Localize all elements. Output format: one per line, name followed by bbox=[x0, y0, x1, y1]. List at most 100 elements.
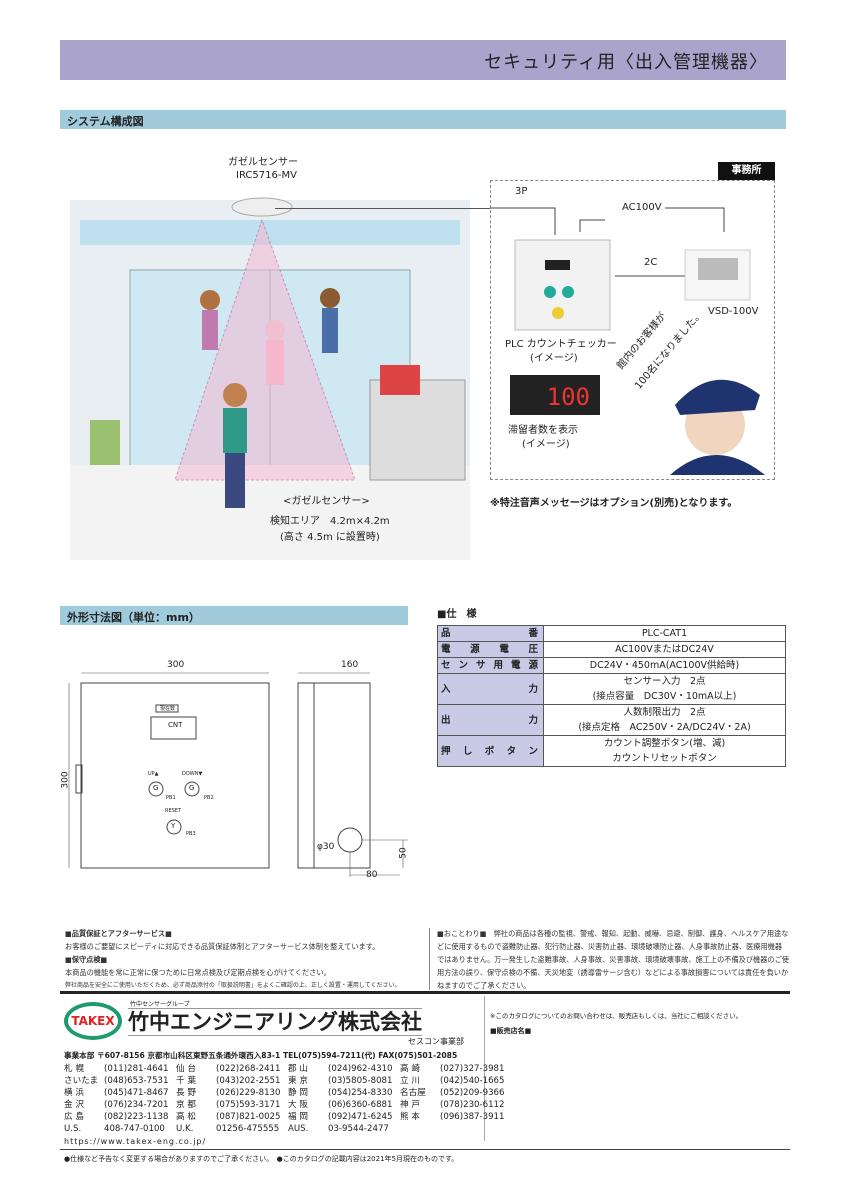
office-diagram: 100 bbox=[490, 207, 765, 475]
display-value: 100 bbox=[547, 383, 590, 411]
cable-3p: 3P bbox=[515, 186, 528, 197]
office-city: 福 岡 bbox=[288, 1112, 308, 1122]
display-cnt: CNT bbox=[168, 721, 183, 729]
footer-rule bbox=[60, 991, 790, 994]
display-tag: 現在数 bbox=[160, 706, 176, 712]
dealer-label: ■販売店名■ bbox=[490, 1027, 532, 1035]
dim-hole-x: 80 bbox=[366, 870, 378, 880]
dim-width: 300 bbox=[167, 660, 185, 670]
plc-image-note: (イメージ) bbox=[530, 353, 578, 364]
office-phone: (027)327-3981 bbox=[440, 1064, 505, 1074]
hq-address: 事業本部 〒607-8156 京都市山科区東野五条通外環西入83-1 TEL(0… bbox=[64, 1051, 458, 1060]
office-city: さいたま bbox=[64, 1076, 99, 1086]
office-phone: 03-9544-2477 bbox=[328, 1124, 389, 1134]
office-phone: (082)223-1138 bbox=[104, 1112, 169, 1122]
speaker-model: VSD-100V bbox=[708, 306, 759, 317]
office-city: 静 岡 bbox=[288, 1088, 308, 1098]
dim-hole: φ30 bbox=[317, 842, 335, 852]
office-city: 高 崎 bbox=[400, 1064, 420, 1074]
office-phone: (075)593-3171 bbox=[216, 1100, 281, 1110]
office-city: U.K. bbox=[176, 1124, 194, 1134]
store-illustration bbox=[70, 197, 470, 560]
maint-text-2: 弊社商品を安全にご使用いただくため、必ず商品添付の「取扱説明書」をよくご確認の上… bbox=[65, 982, 401, 989]
dim-height: 300 bbox=[60, 771, 71, 789]
office-phone: (078)230-6112 bbox=[440, 1100, 505, 1110]
option-note: ※特注音声メッセージはオプション(別売)となります。 bbox=[490, 498, 738, 509]
office-phone: (054)254-8330 bbox=[328, 1088, 393, 1098]
office-city: AUS. bbox=[288, 1124, 309, 1134]
pb1: PB1 bbox=[166, 795, 176, 801]
maint-title: ■保守点検■ bbox=[65, 955, 108, 964]
inquiry: ※このカタログについてのお問い合わせは、販売店もしくは、当社にご相談ください。 bbox=[490, 1012, 743, 1020]
dimension-drawing bbox=[68, 672, 408, 877]
sensor-cable bbox=[275, 208, 490, 209]
plc-label: PLC カウントチェッカー bbox=[505, 339, 617, 350]
dim-depth: 160 bbox=[341, 660, 359, 670]
contact-divider bbox=[484, 996, 485, 1141]
takex-logo: TAKEX bbox=[64, 1002, 122, 1040]
btn-reset-label: RESET bbox=[165, 808, 182, 814]
bottom-rule bbox=[60, 1149, 790, 1150]
table-row: 入力センサー入力 2点(接点容量 DC30V・10mA以上) bbox=[437, 673, 786, 705]
pb3: PB3 bbox=[186, 831, 196, 837]
office-phone: (087)821-0025 bbox=[216, 1112, 281, 1122]
power-label: AC100V bbox=[622, 202, 662, 213]
office-city: 横 浜 bbox=[64, 1088, 84, 1098]
office-phone: (045)471-8467 bbox=[104, 1088, 169, 1098]
office-phone: (048)653-7531 bbox=[104, 1076, 169, 1086]
notice: ■おことわり■ 弊社の商品は各種の監視、警戒、報知、起動、威嚇、忌避、制御、護身… bbox=[437, 929, 789, 990]
office-city: U.S. bbox=[64, 1124, 82, 1134]
area-note: (高さ 4.5m に設置時) bbox=[280, 532, 380, 543]
section-system: システム構成図 bbox=[60, 110, 786, 129]
area-size: 検知エリア 4.2m×4.2m bbox=[270, 516, 390, 527]
office-phone: (092)471-6245 bbox=[328, 1112, 393, 1122]
company-name: 竹中エンジニアリング株式会社 bbox=[128, 1008, 422, 1036]
office-city: 立 川 bbox=[400, 1076, 420, 1086]
office-city: 大 阪 bbox=[288, 1100, 308, 1110]
office-phone: (06)6360-6881 bbox=[328, 1100, 393, 1110]
btn-up-g: G bbox=[153, 784, 159, 792]
quality-text: お客様のご要望にスピーディに対応できる品質保証体制とアフターサービス体制を整えて… bbox=[65, 942, 380, 951]
table-row: 押しボタンカウント調整ボタン(増、減)カウントリセットボタン bbox=[437, 735, 786, 767]
footer-divider bbox=[429, 928, 430, 990]
btn-reset-y: Y bbox=[171, 822, 176, 830]
office-city: 札 幌 bbox=[64, 1064, 84, 1074]
office-row: 広 島 (082)223-1138 高 松 (087)821-0025 福 岡 (092)… bbox=[64, 1111, 512, 1123]
office-city: 長 野 bbox=[176, 1088, 196, 1098]
office-city: 高 松 bbox=[176, 1112, 196, 1122]
office-phone: (096)387-3911 bbox=[440, 1112, 505, 1122]
office-phone: (011)281-4641 bbox=[104, 1064, 169, 1074]
sensor-model: IRC5716-MV bbox=[236, 170, 297, 181]
office-phone: (024)962-4310 bbox=[328, 1064, 393, 1074]
office-city: 千 葉 bbox=[176, 1076, 196, 1086]
office-phone: (052)209-9366 bbox=[440, 1088, 505, 1098]
office-city: 熊 本 bbox=[400, 1112, 420, 1122]
display-image-note: (イメージ) bbox=[522, 439, 570, 450]
maint-text: 本商品の機能を常に正常に保つために日常点検及び定期点検を心がけてください。 bbox=[65, 968, 331, 977]
area-title: <ガゼルセンサー> bbox=[283, 496, 370, 507]
pb2: PB2 bbox=[204, 795, 214, 801]
cable-2c: 2C bbox=[644, 257, 658, 268]
office-city: 京 都 bbox=[176, 1100, 196, 1110]
dim-hole-y: 50 bbox=[398, 847, 409, 859]
office-city: 郡 山 bbox=[288, 1064, 308, 1074]
office-phone: (042)540-1665 bbox=[440, 1076, 505, 1086]
office-phone: (022)268-2411 bbox=[216, 1064, 281, 1074]
btn-down-label: DOWN▼ bbox=[182, 771, 203, 777]
website-link[interactable]: https://www.takex-eng.co.jp/ bbox=[64, 1137, 207, 1146]
office-city: 広 島 bbox=[64, 1112, 84, 1122]
office-city: 東 京 bbox=[288, 1076, 308, 1086]
btn-down-g: G bbox=[189, 784, 195, 792]
footer-left: ■品質保証とアフターサービス■ お客様のご要望にスピーディに対応できる品質保証体… bbox=[65, 927, 425, 992]
spec-title: ■仕 様 bbox=[437, 609, 477, 620]
office-city: 名古屋 bbox=[400, 1088, 426, 1098]
office-phone: 408-747-0100 bbox=[104, 1124, 165, 1134]
